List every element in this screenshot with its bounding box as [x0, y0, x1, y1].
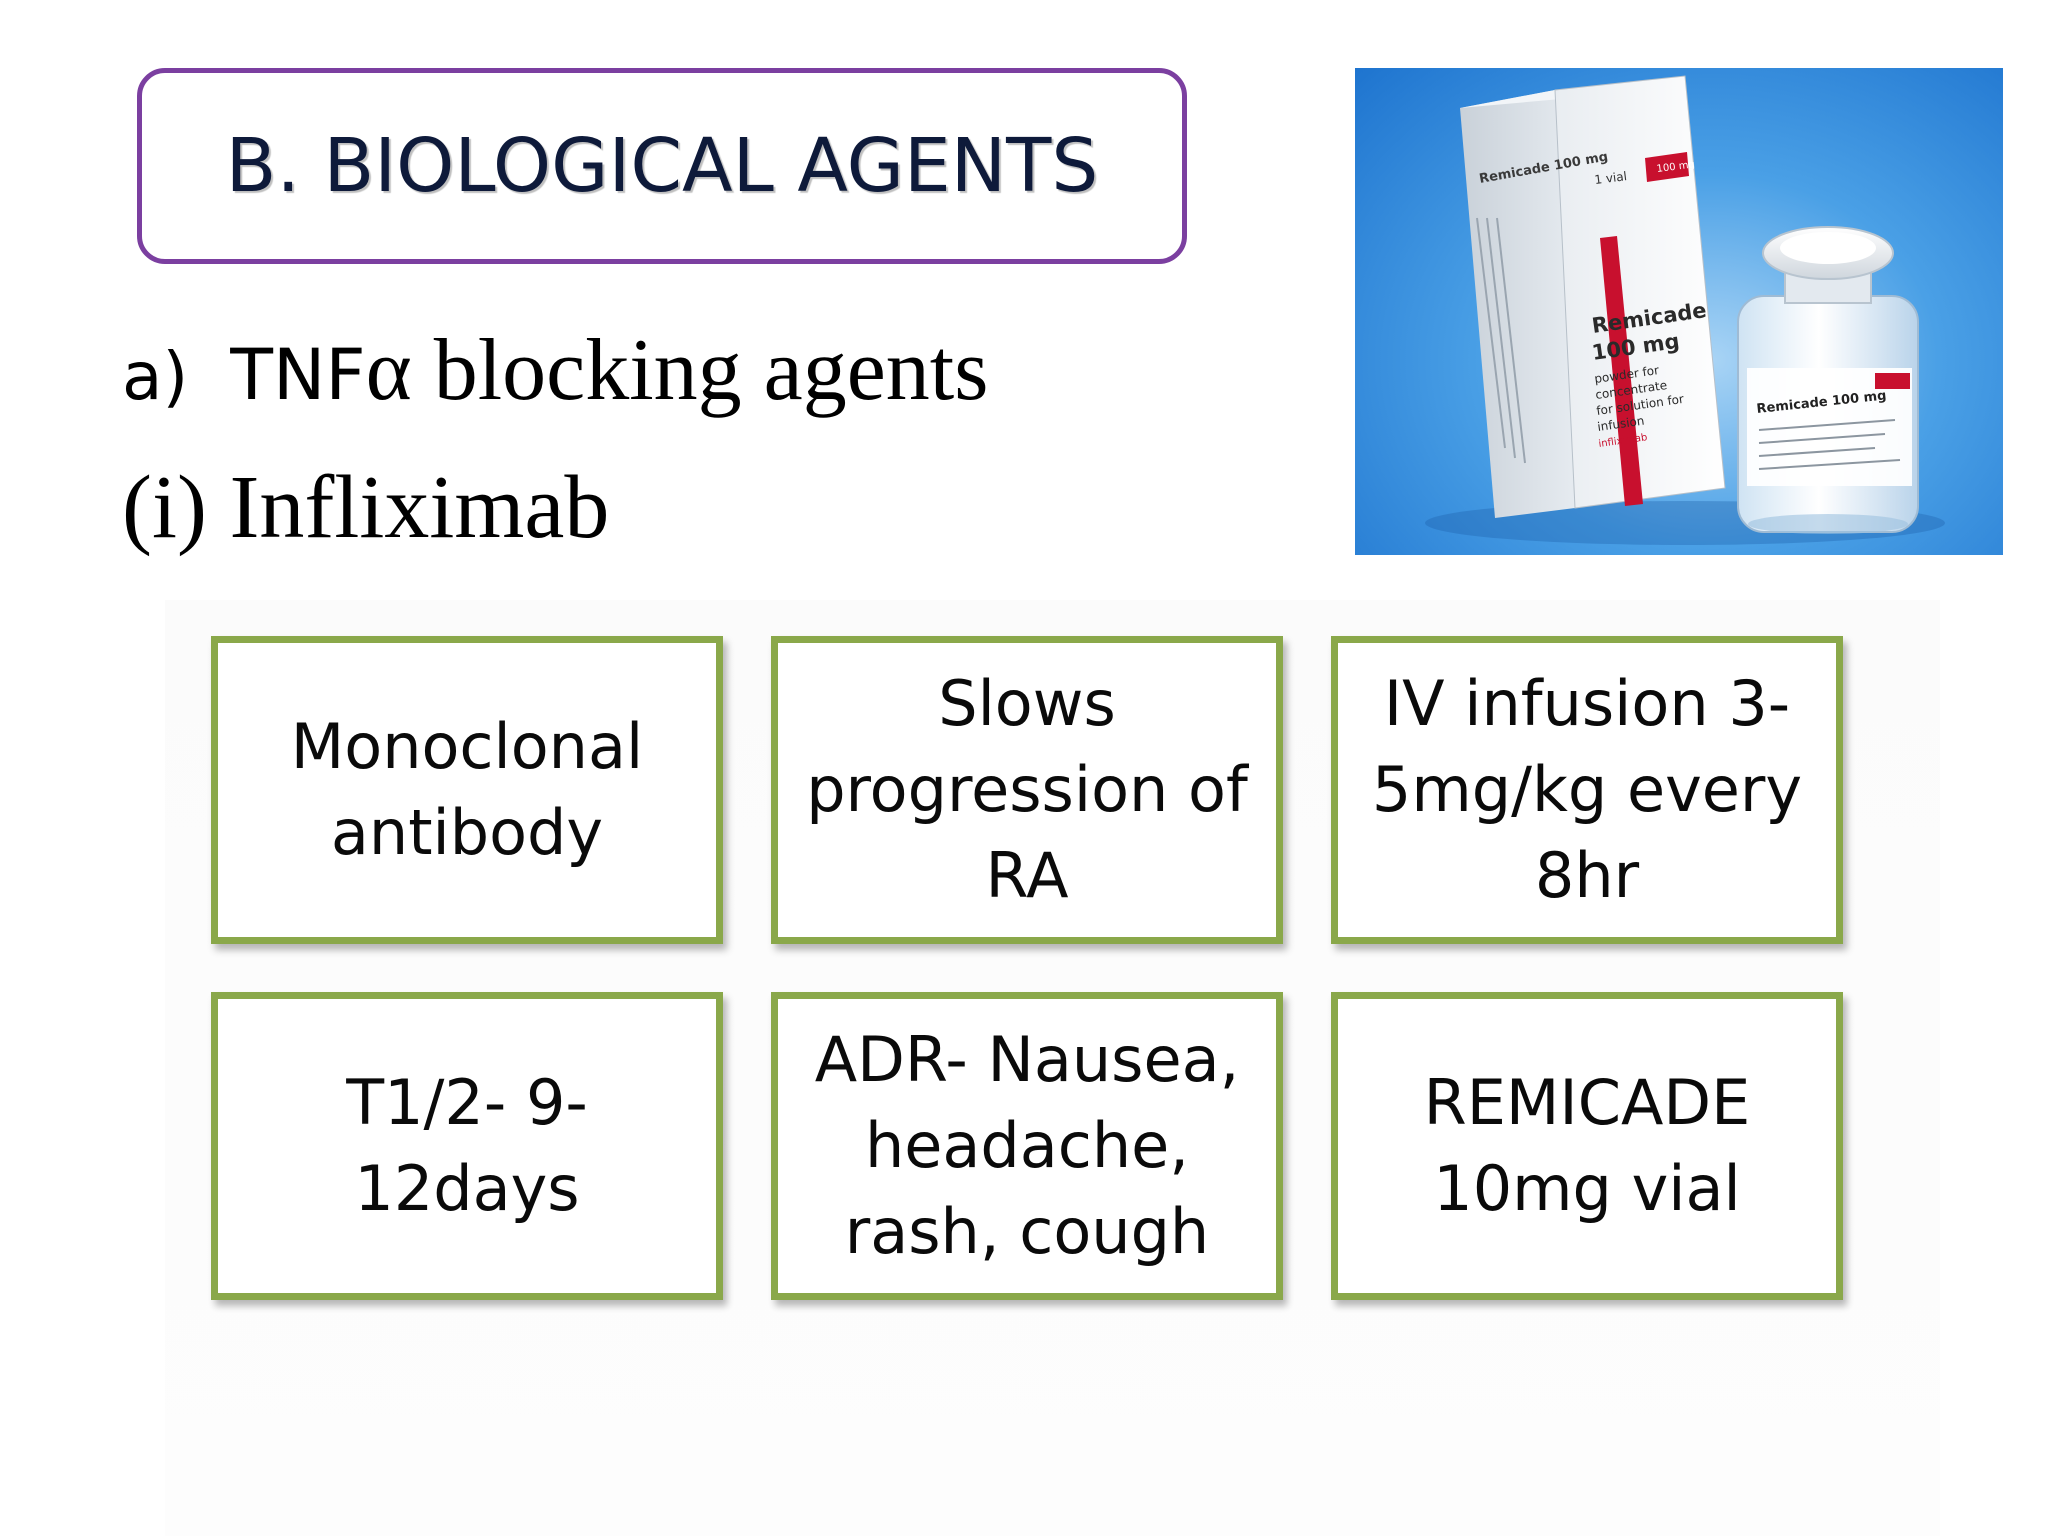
product-photo: 100 mg 1 vial Remicade 100 mg powder for… [1355, 68, 2003, 555]
card-text: T1/2- 9- 12days [346, 1066, 588, 1225]
vial-cap-top [1780, 232, 1876, 264]
box-side-print-lines [1476, 217, 1526, 464]
box-front-face [1554, 75, 1726, 509]
remicade-product-illustration: 100 mg 1 vial Remicade 100 mg powder for… [1425, 75, 1945, 545]
box-top-label: 1 vial [1594, 169, 1628, 187]
heading-infliximab: (i) Infliximab [122, 458, 610, 557]
list-marker-a: a) [122, 338, 189, 415]
info-card-adr: ADR- Nausea, headache, rash, cough [771, 992, 1283, 1300]
heading-tnf-rest: α blocking agents [365, 322, 989, 419]
box-red-stripe [1600, 236, 1643, 506]
card-text: ADR- Nausea, headache, rash, cough [814, 1023, 1240, 1268]
box-strength-tag [1645, 152, 1689, 182]
vial-red-tag [1875, 373, 1910, 389]
box-line-6: infusion [1596, 414, 1645, 434]
info-card-slows-progression: Slows progression of RA [771, 636, 1283, 944]
info-card-monoclonal-antibody: Monoclonal antibody [211, 636, 723, 944]
info-card-remicade-vial: REMICADE 10mg vial [1331, 992, 1843, 1300]
heading-tnf-label: TNF [230, 334, 366, 416]
info-card-iv-infusion: IV infusion 3- 5mg/kg every 8hr [1331, 636, 1843, 944]
card-text: IV infusion 3- 5mg/kg every 8hr [1371, 667, 1803, 912]
vial-label-lines [1758, 419, 1901, 470]
card-text: Monoclonal antibody [290, 710, 644, 869]
card-text: Slows progression of RA [806, 667, 1248, 912]
box-strength-tag-text: 100 mg [1656, 159, 1695, 175]
vial: Remicade 100 mg [1737, 226, 1919, 534]
heading-tnf-blocking-agents: a) TNF α blocking agents [122, 320, 988, 421]
title-box: B. BIOLOGICAL AGENTS [137, 68, 1187, 264]
box-side-face [1460, 90, 1575, 518]
vial-base [1748, 514, 1908, 534]
card-text: REMICADE 10mg vial [1423, 1066, 1751, 1225]
info-card-half-life: T1/2- 9- 12days [211, 992, 723, 1300]
slide-title: B. BIOLOGICAL AGENTS [225, 123, 1099, 209]
